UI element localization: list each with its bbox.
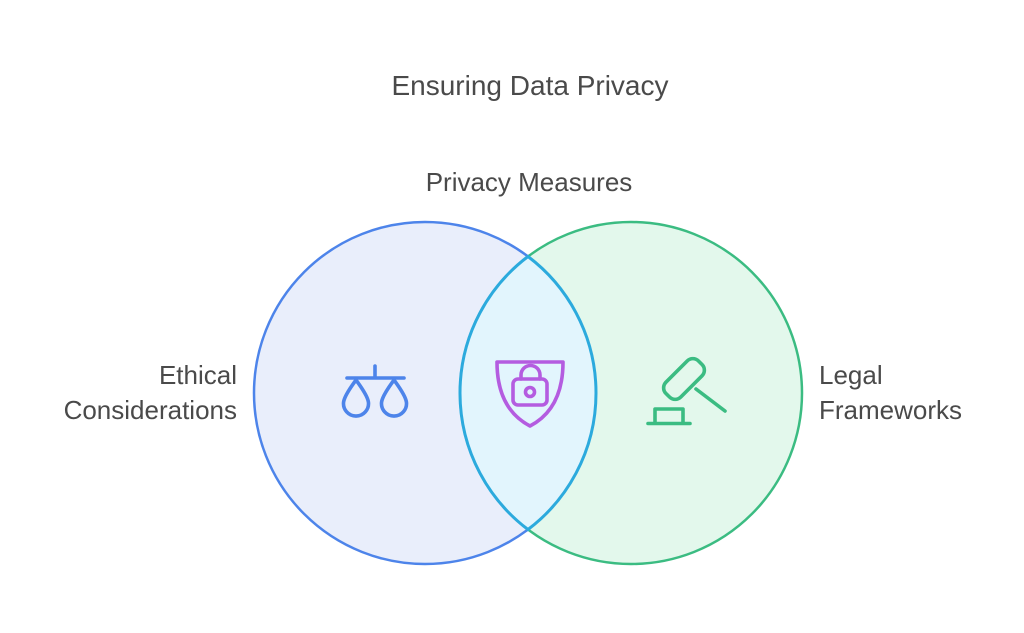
scales-icon [341,364,409,418]
shield-lock-icon [495,360,565,428]
intersection-label: Privacy Measures [425,167,633,197]
diagram-title: Ensuring Data Privacy [391,70,669,101]
gavel-icon [646,356,727,426]
right-set-label: Legal Frameworks [819,360,963,425]
intersection-lens [458,254,598,532]
left-set-label: Ethical Considerations [63,360,237,425]
